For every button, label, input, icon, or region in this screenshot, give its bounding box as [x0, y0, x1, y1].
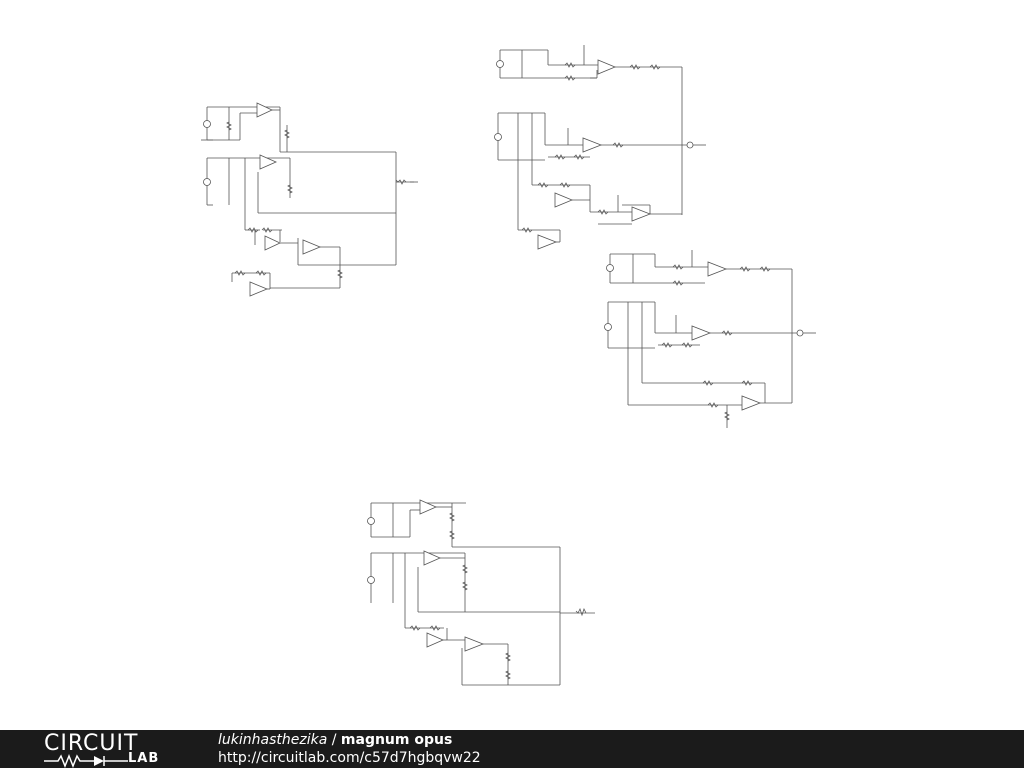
circuit-block-c [604, 250, 816, 428]
resistor-icon[interactable] [672, 280, 684, 286]
opamp-icon[interactable] [419, 499, 437, 515]
resistor-icon[interactable] [629, 64, 641, 70]
resistor-icon[interactable] [255, 270, 267, 276]
opamp-icon[interactable] [423, 550, 441, 566]
resistor-icon[interactable] [409, 625, 421, 631]
resistor-icon[interactable] [649, 64, 661, 70]
resistor-icon[interactable] [429, 625, 441, 631]
resistor-icon[interactable] [681, 342, 693, 348]
voltage-source-icon[interactable] [604, 323, 612, 331]
resistor-icon[interactable] [287, 184, 293, 194]
resistor-icon[interactable] [554, 154, 566, 160]
circuitlab-logo[interactable]: CIRCUIT LAB [44, 731, 184, 768]
footer-bar: CIRCUIT LAB lukinhasthezika / magnum opu… [0, 730, 1024, 768]
resistor-icon[interactable] [721, 330, 733, 336]
resistor-icon[interactable] [537, 182, 549, 188]
resistor-icon[interactable] [741, 380, 753, 386]
resistor-icon[interactable] [559, 182, 571, 188]
title-separator: / [327, 732, 341, 748]
resistor-icon[interactable] [724, 411, 730, 421]
resistor-icon[interactable] [661, 342, 673, 348]
circuit-info: lukinhasthezika / magnum opus http://cir… [218, 732, 481, 767]
opamp-icon[interactable] [256, 102, 273, 118]
resistor-icon[interactable] [261, 227, 273, 233]
resistor-icon[interactable] [337, 269, 343, 279]
resistor-icon[interactable] [449, 512, 455, 522]
voltage-source-icon[interactable] [494, 133, 502, 141]
schematic-canvas[interactable] [0, 0, 1024, 730]
resistor-icon[interactable] [449, 530, 455, 540]
opamp-icon[interactable] [741, 395, 762, 411]
circuit-title[interactable]: magnum opus [340, 732, 453, 748]
logo-text-circuit: CIRCUIT [44, 731, 139, 756]
voltage-source-icon[interactable] [606, 264, 614, 272]
circuit-block-a [201, 102, 418, 297]
opamp-icon[interactable] [426, 632, 444, 648]
opamp-icon[interactable] [302, 239, 322, 255]
resistor-icon[interactable] [702, 380, 714, 386]
resistor-icon[interactable] [707, 402, 719, 408]
circuit-block-d [367, 499, 595, 686]
resistor-icon[interactable] [395, 179, 407, 185]
resistor-icon[interactable] [739, 266, 751, 272]
resistor-icon[interactable] [597, 209, 609, 215]
resistor-icon[interactable] [284, 129, 290, 139]
resistor-icon[interactable] [564, 62, 576, 68]
opamp-icon[interactable] [259, 154, 277, 170]
opamp-icon[interactable] [264, 235, 281, 251]
voltage-source-icon[interactable] [496, 60, 504, 68]
resistor-icon[interactable] [462, 581, 468, 591]
voltage-source-icon[interactable] [203, 178, 211, 186]
circuit-block-b [494, 45, 706, 250]
circuit-url[interactable]: http://circuitlab.com/c57d7hgbqvw22 [218, 750, 481, 766]
meter-icon[interactable] [686, 141, 694, 149]
resistor-icon[interactable] [462, 564, 468, 574]
logo-text-lab: LAB [128, 751, 160, 766]
resistor-icon[interactable] [672, 264, 684, 270]
resistor-icon[interactable] [505, 670, 511, 680]
voltage-source-icon[interactable] [203, 120, 211, 128]
resistor-icon[interactable] [575, 607, 587, 617]
opamp-icon[interactable] [631, 206, 652, 222]
opamp-icon[interactable] [691, 325, 712, 341]
opamp-icon[interactable] [249, 281, 269, 297]
opamp-icon[interactable] [582, 137, 603, 153]
voltage-source-icon[interactable] [367, 517, 375, 525]
resistor-diode-icon [44, 754, 128, 768]
author-link[interactable]: lukinhasthezika [218, 732, 328, 748]
opamp-icon[interactable] [707, 261, 728, 277]
opamp-icon[interactable] [464, 636, 485, 652]
resistor-icon[interactable] [564, 75, 576, 81]
resistor-icon[interactable] [521, 227, 533, 233]
resistor-icon[interactable] [505, 652, 511, 662]
voltage-source-icon[interactable] [367, 576, 375, 584]
resistor-icon[interactable] [234, 270, 246, 276]
opamp-icon[interactable] [597, 59, 617, 75]
opamp-icon[interactable] [554, 192, 574, 208]
resistor-icon[interactable] [247, 227, 259, 233]
opamp-icon[interactable] [537, 234, 558, 250]
resistor-icon[interactable] [612, 142, 624, 148]
resistor-icon[interactable] [226, 121, 232, 131]
resistor-icon[interactable] [573, 154, 585, 160]
resistor-icon[interactable] [759, 266, 771, 272]
meter-icon[interactable] [796, 329, 804, 337]
